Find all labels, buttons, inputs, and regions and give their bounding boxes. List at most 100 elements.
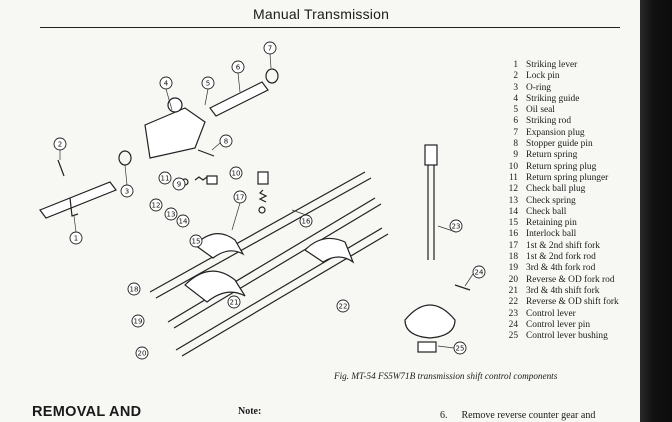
page-header: Manual Transmission	[253, 6, 390, 22]
legend-number: 5	[513, 105, 518, 116]
fork-rod-3rd-4th	[167, 197, 376, 323]
callout-20: 20	[135, 346, 149, 360]
stopper-guide-pin	[197, 149, 215, 157]
callout-12: 12	[149, 198, 163, 212]
legend-item: 7 Expansion plug	[500, 128, 640, 139]
svg-text:13: 13	[167, 211, 176, 219]
legend-label: Reverse & OD shift fork	[526, 297, 619, 308]
callout-24: 24	[472, 265, 486, 279]
legend-label: Check ball plug	[526, 184, 586, 195]
control-lever-bushing	[417, 341, 437, 353]
svg-text:23: 23	[452, 223, 461, 231]
legend-number: 18	[508, 252, 518, 263]
legend-number: 16	[508, 229, 518, 240]
legend-label: Oil seal	[526, 105, 555, 116]
svg-text:19: 19	[134, 318, 143, 326]
svg-text:24: 24	[475, 269, 484, 277]
exploded-diagram: 1 2 3 4 5 6 7 8 9 10 11 12 13 14 15 16 1…	[39, 41, 486, 360]
callout-7: 7	[263, 41, 277, 55]
legend-label: Control lever bushing	[526, 331, 608, 342]
legend-number: 2	[513, 71, 518, 82]
legend-label: Interlock ball	[526, 229, 577, 240]
lock-pin	[57, 159, 65, 177]
legend-label: Expansion plug	[526, 127, 585, 138]
section-heading: REMOVAL AND	[32, 404, 142, 420]
legend-label: O-ring	[526, 82, 551, 93]
svg-text:15: 15	[192, 238, 201, 246]
o-ring	[118, 150, 132, 166]
callout-10: 10	[229, 166, 243, 180]
legend-label: Return spring plug	[526, 161, 597, 172]
legend-number: 7	[513, 127, 518, 138]
svg-text:6: 6	[236, 64, 241, 72]
legend-label: Reverse & OD fork rod	[526, 274, 615, 285]
legend-number: 22	[508, 297, 518, 308]
step-text: Remove reverse counter gear and	[461, 410, 596, 421]
svg-text:10: 10	[232, 170, 241, 178]
legend-label: Striking lever	[526, 60, 578, 70]
svg-text:4: 4	[164, 80, 169, 88]
legend-item: 8 Stopper guide pin	[500, 139, 640, 150]
callout-19: 19	[131, 314, 145, 328]
callout-8: 8	[219, 134, 233, 148]
callout-3: 3	[120, 184, 134, 198]
shift-fork-3rd-4th	[184, 270, 247, 303]
legend-label: Control lever	[526, 308, 576, 319]
svg-text:5: 5	[206, 80, 210, 88]
callout-23: 23	[449, 219, 463, 233]
legend-label: Lock pin	[526, 71, 560, 82]
callout-9: 9	[172, 177, 186, 191]
legend-label: Striking guide	[526, 93, 580, 104]
figure-title: FS5W71B transmission shift control compo…	[377, 371, 558, 381]
callout-1: 1	[69, 231, 83, 245]
legend-number: 24	[508, 319, 518, 330]
legend-label: Retaining pin	[526, 218, 577, 229]
legend-number: 8	[513, 139, 518, 150]
svg-text:12: 12	[152, 202, 161, 210]
callout-15: 15	[189, 234, 203, 248]
callout-18: 18	[127, 282, 141, 296]
callout-21: 21	[227, 295, 241, 309]
legend-item: 3 O-ring	[500, 83, 640, 94]
svg-text:17: 17	[236, 194, 245, 202]
svg-text:9: 9	[177, 181, 181, 189]
legend-label: Return spring plunger	[526, 172, 609, 183]
legend-number: 19	[508, 263, 518, 274]
striking-guide	[144, 107, 206, 159]
check-spring	[258, 189, 268, 203]
legend-label: 1st & 2nd fork rod	[526, 252, 596, 263]
procedure-step: 6. Remove reverse counter gear and	[440, 410, 595, 421]
check-ball	[258, 206, 266, 214]
legend-item: 16 Interlock ball	[500, 229, 640, 240]
legend-number: 3	[513, 82, 518, 93]
note-label: Note:	[238, 406, 262, 417]
step-number: 6.	[440, 410, 448, 421]
svg-text:20: 20	[138, 350, 147, 358]
svg-text:8: 8	[224, 138, 228, 146]
callout-4: 4	[159, 76, 173, 90]
legend-number: 6	[513, 116, 518, 127]
legend-number: 9	[513, 150, 518, 161]
callout-6: 6	[231, 60, 245, 74]
svg-text:22: 22	[339, 303, 348, 311]
legend-item: 22 Reverse & OD shift fork	[500, 297, 640, 308]
callout-16: 16	[299, 214, 313, 228]
svg-text:16: 16	[302, 218, 311, 226]
legend-label: 3rd & 4th fork rod	[526, 263, 596, 274]
callout-22: 22	[336, 299, 350, 313]
callout-25: 25	[453, 341, 467, 355]
legend-label: Stopper guide pin	[526, 139, 593, 150]
legend-label: 1st & 2nd shift fork	[526, 240, 600, 251]
legend-label: Striking rod	[526, 116, 572, 127]
shift-fork-1st-2nd	[194, 233, 245, 259]
striking-lever	[39, 181, 117, 219]
